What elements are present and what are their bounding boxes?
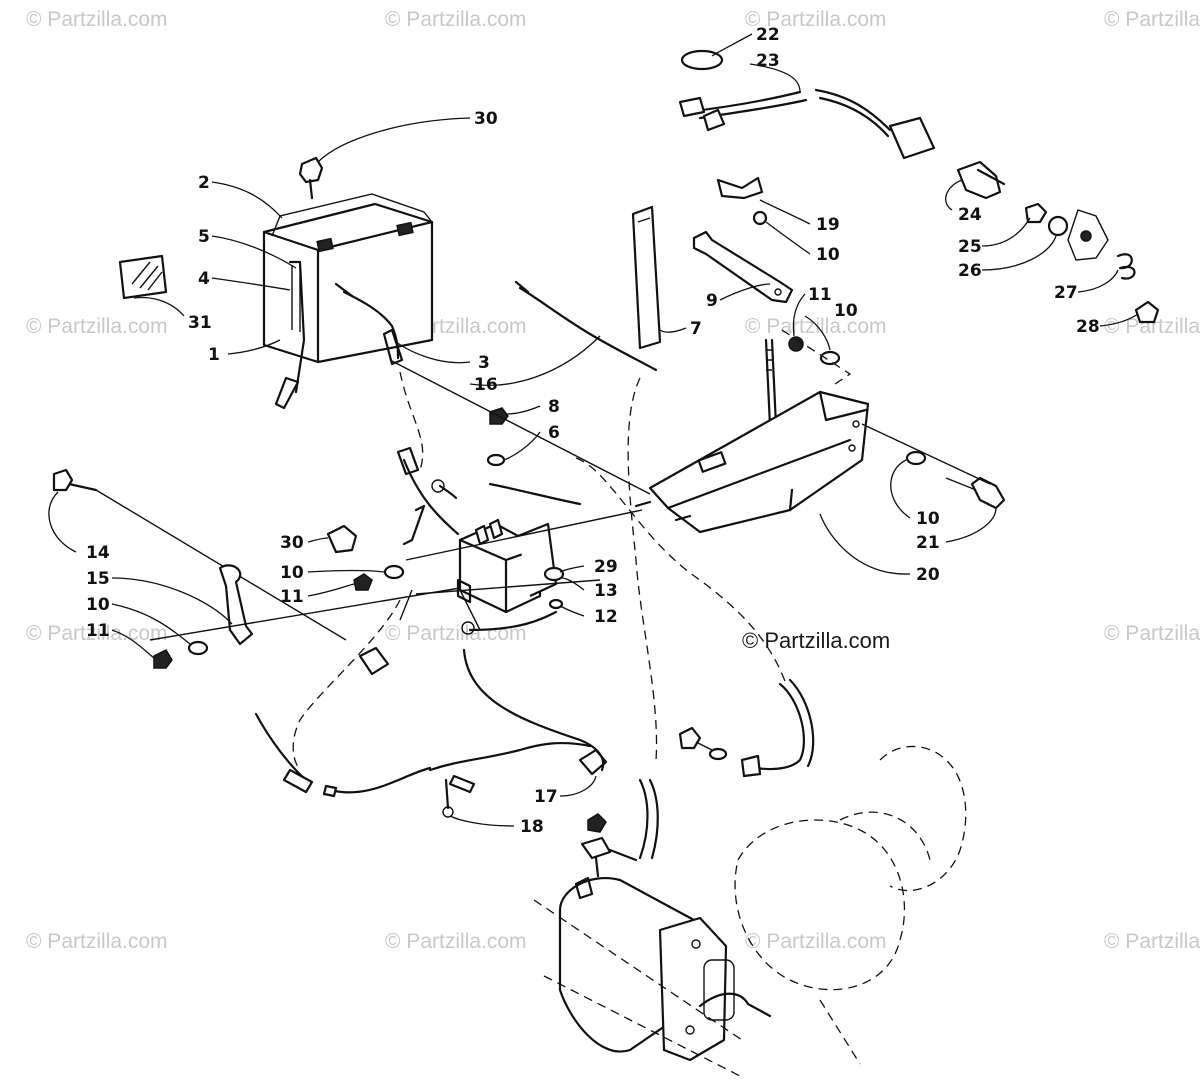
callout-label: 21 <box>916 533 940 553</box>
harness-17 <box>462 648 605 772</box>
callout-label: 10 <box>834 301 858 321</box>
callout-label: 31 <box>188 313 212 333</box>
key-switch-24 <box>956 160 1002 200</box>
callout-label: 7 <box>690 319 702 339</box>
bracket-15 <box>218 564 254 646</box>
wing-nut-19 <box>716 176 764 200</box>
terminal-cap-lower <box>326 524 358 554</box>
callout-label: 22 <box>756 25 780 45</box>
callout-label: 27 <box>1054 283 1078 303</box>
callout-label: 10 <box>916 509 940 529</box>
cable-16 <box>518 286 658 372</box>
watermark-grid: © Partzilla.com © Partzilla.com © Partzi… <box>26 8 1200 953</box>
watermark: © Partzilla.com <box>1104 315 1200 338</box>
engine-phantom <box>533 745 967 1077</box>
leader-lines <box>48 33 1139 827</box>
watermark: © Partzilla.com <box>745 8 887 31</box>
watermark: © Partzilla.com <box>1104 930 1200 953</box>
callout-label: 2 <box>198 173 210 193</box>
callout-label: 19 <box>816 215 840 235</box>
decal-drawing <box>118 254 168 300</box>
callout-label: 16 <box>474 375 498 395</box>
starter-cable <box>638 778 649 860</box>
callout-label: 12 <box>594 607 618 627</box>
callout-label: 30 <box>280 533 304 553</box>
callout-label: 11 <box>280 587 304 607</box>
watermark: © Partzilla.com <box>1104 622 1200 645</box>
callout-label: 1 <box>208 345 220 365</box>
callout-label: 28 <box>1076 317 1100 337</box>
callout-label: 4 <box>198 269 210 289</box>
callout-label: 17 <box>534 787 558 807</box>
callout-label: 18 <box>520 817 544 837</box>
callout-label: 14 <box>86 543 110 563</box>
callout-label: 24 <box>958 205 982 225</box>
callout-labels: 30 2 5 4 31 1 3 16 7 9 19 10 11 10 22 23… <box>86 25 1100 837</box>
battery-drawing <box>262 193 434 410</box>
watermark: © Partzilla.com <box>385 930 527 953</box>
terminal-cap-top <box>298 156 324 184</box>
wire-18 <box>254 712 308 782</box>
callout-label: 8 <box>548 397 560 417</box>
callout-label: 25 <box>958 237 982 257</box>
callout-label: 30 <box>474 109 498 129</box>
callout-label: 5 <box>198 227 210 247</box>
callout-label: 11 <box>86 621 110 641</box>
watermark: © Partzilla.com <box>26 622 168 645</box>
strap-7 <box>631 205 662 350</box>
callout-label: 9 <box>706 291 718 311</box>
watermark: © Partzilla.com <box>385 8 527 31</box>
watermark: © Partzilla.com <box>26 930 168 953</box>
callout-label: 10 <box>816 245 840 265</box>
nut-25 <box>1024 202 1048 224</box>
spring-27 <box>1116 253 1136 280</box>
callout-label: 11 <box>808 285 832 305</box>
watermark: © Partzilla.com <box>385 622 527 645</box>
callout-label: 3 <box>478 353 490 373</box>
watermark: © Partzilla.com <box>1104 8 1200 31</box>
clip-22 <box>680 49 724 71</box>
battery-tray-drawing <box>634 390 870 534</box>
ground-cable <box>468 610 558 632</box>
cable-solenoid-upper <box>488 482 582 506</box>
watermark: © Partzilla.com <box>26 315 168 338</box>
callout-label: 15 <box>86 569 110 589</box>
washer-6 <box>486 453 506 467</box>
key-28 <box>1134 300 1160 324</box>
watermark: © Partzilla.com <box>745 930 887 953</box>
callout-label: 20 <box>916 565 940 585</box>
callout-label: 29 <box>594 557 618 577</box>
washer-26 <box>1047 215 1069 237</box>
starter-solenoid-drawing <box>456 518 558 614</box>
parts-artwork <box>52 49 1160 1077</box>
callout-label: 10 <box>280 563 304 583</box>
harness-23 <box>684 90 808 120</box>
copyright-credit: © Partzilla.com <box>742 628 890 653</box>
callout-label: 26 <box>958 261 982 281</box>
watermark: © Partzilla.com <box>26 8 168 31</box>
callout-label: 10 <box>86 595 110 615</box>
watermark: © Partzilla.com <box>745 315 887 338</box>
callout-label: 13 <box>594 581 618 601</box>
starter-motor-drawing <box>558 876 772 1062</box>
callout-label: 23 <box>756 51 780 71</box>
callout-label: 6 <box>548 423 560 443</box>
